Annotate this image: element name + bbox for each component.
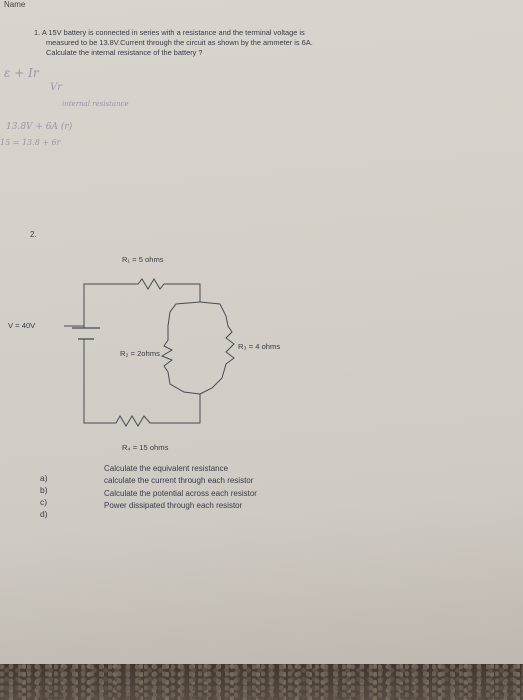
handwritten-note-2: Vr (50, 82, 63, 93)
part-a-label: a) (40, 473, 48, 483)
task-c: Calculate the potential across each resi… (104, 488, 257, 498)
parallel-right-wire (199, 301, 235, 395)
carpet-background (0, 664, 523, 700)
task-b: calculate the current through each resis… (104, 476, 254, 486)
voltage-label: V = 40V (8, 321, 36, 330)
handwritten-note-3: internal resistance (62, 100, 129, 108)
handwritten-note-5: 15 = 13.8 + 6r (0, 138, 61, 147)
task-a: Calculate the equivalent resistance (104, 464, 229, 473)
r4-label: R₄ = 15 ohms (122, 443, 169, 452)
worksheet-page: Name 1. A 15V battery is connected in se… (0, 0, 523, 670)
r1-label: R₁ = 5 ohms (122, 255, 164, 264)
handwritten-note-1: ε + Ir (4, 66, 39, 80)
question-1-line-1: A 15V battery is connected in series wit… (41, 28, 305, 37)
top-wire (83, 278, 201, 328)
parallel-left-wire (160, 301, 201, 395)
question-2-part-labels: a) b) c) d) (40, 472, 48, 520)
handwritten-note-4: 13.8V + 6A (r) (6, 122, 73, 132)
part-d-label: d) (40, 509, 48, 519)
question-2-number: 2. (30, 230, 37, 239)
question-1: 1. A 15V battery is connected in series … (34, 28, 313, 58)
r3-label: R₃ = 4 ohms (238, 342, 280, 351)
part-b-label: b) (40, 485, 48, 495)
bottom-wire (83, 354, 201, 427)
task-d: Power dissipated through each resistor (104, 501, 243, 511)
circuit-diagram: V = 40V R₁ = 5 ohms R₂ = 2ohms R₃ = 4 oh… (8, 255, 280, 452)
question-1-line-3: Calculate the internal resistance of the… (46, 48, 203, 57)
part-c-label: c) (40, 497, 48, 507)
r2-label: R₂ = 2ohms (120, 349, 160, 358)
question-2-tasks: Calculate the equivalent resistance calc… (104, 463, 257, 513)
question-1-number: 1. (34, 28, 41, 37)
name-label: Name (4, 0, 26, 9)
question-1-line-2: measured to be 13.8V.Current through the… (46, 38, 313, 47)
